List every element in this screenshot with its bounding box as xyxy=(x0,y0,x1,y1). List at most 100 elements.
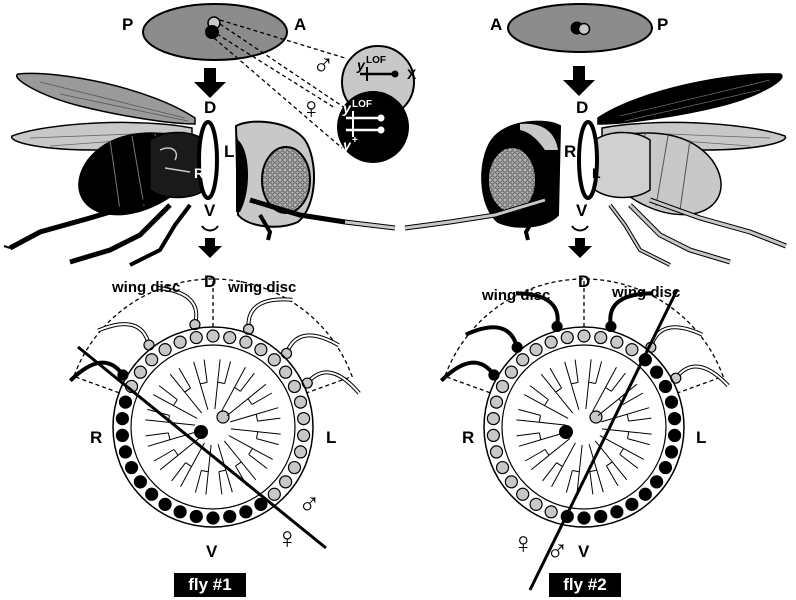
lineage-branch xyxy=(524,385,569,419)
cell xyxy=(239,505,253,519)
clonal-diagram-fly-1 xyxy=(68,278,361,550)
cell xyxy=(189,330,203,345)
wing-disc-label: wing disc xyxy=(481,287,550,304)
cell xyxy=(504,475,518,489)
lineage-branch xyxy=(171,442,205,487)
leg xyxy=(69,203,172,265)
cell xyxy=(594,509,608,524)
cell xyxy=(173,335,187,349)
leg xyxy=(129,203,192,267)
clonal-boundary-line xyxy=(528,289,679,591)
left-label: L xyxy=(326,428,336,447)
lineage-branch xyxy=(153,437,200,471)
down-arrow-icon xyxy=(194,68,226,98)
female-symbol: ♀ xyxy=(300,92,323,125)
cell xyxy=(206,511,220,525)
mutant-progenitor xyxy=(194,425,208,439)
cell xyxy=(145,487,159,501)
left-label: L xyxy=(696,428,706,447)
cell xyxy=(577,329,591,343)
female-symbol: ♀ xyxy=(276,522,299,555)
cell xyxy=(544,335,558,349)
cell xyxy=(115,428,129,442)
ventral-label: V xyxy=(204,201,216,220)
bristle-core xyxy=(675,365,729,387)
lineage-branch xyxy=(214,359,232,410)
clonal-boundary-line xyxy=(77,345,327,550)
head-right xyxy=(404,120,562,241)
inner-ring xyxy=(501,344,667,510)
lineage-branch xyxy=(601,407,652,423)
wild-type-progenitor xyxy=(216,410,230,424)
lineage-branch xyxy=(516,408,567,426)
cell xyxy=(118,395,133,409)
right-label: R xyxy=(462,428,474,447)
leg xyxy=(8,197,151,251)
female-allele-2: y xyxy=(342,137,352,153)
male-allele-sup: LOF xyxy=(366,55,386,66)
cell xyxy=(189,509,203,524)
lineage-branch xyxy=(592,367,626,412)
right-label: R xyxy=(564,142,576,161)
cell xyxy=(223,330,237,345)
cell xyxy=(173,505,187,519)
cell xyxy=(489,395,504,409)
cell xyxy=(664,395,679,409)
bristle-socket xyxy=(605,320,617,333)
right-label: R xyxy=(194,165,204,181)
cell xyxy=(115,412,129,426)
rotate-down-arrow-icon xyxy=(198,225,222,258)
cell xyxy=(504,365,518,379)
nucleus-wild-type xyxy=(577,22,591,36)
lineage-branch xyxy=(226,383,273,417)
cell xyxy=(664,445,679,459)
right-label: R xyxy=(90,428,102,447)
cell xyxy=(577,511,591,525)
female-allele-1-sup: LOF xyxy=(352,99,372,110)
lineage-branch xyxy=(228,435,273,469)
cell xyxy=(610,505,624,519)
cell xyxy=(495,379,510,394)
dorsal-label: D xyxy=(204,272,216,291)
bristle xyxy=(68,360,125,383)
bristle xyxy=(464,325,520,348)
cell xyxy=(529,497,543,511)
lineage-branch xyxy=(588,444,604,495)
cell xyxy=(594,330,608,345)
cell xyxy=(158,497,172,511)
female-chrom-label-1: X xyxy=(393,111,403,127)
female-symbol: ♀ xyxy=(512,527,535,560)
cell xyxy=(287,460,302,475)
compound-eye xyxy=(261,146,311,214)
fly-right-illustration xyxy=(577,73,787,267)
dorsal-label: D xyxy=(204,98,216,117)
cell xyxy=(118,445,133,459)
female-genotype: ♀ y LOF y + X X xyxy=(300,91,409,163)
posterior-label: P xyxy=(657,15,668,34)
dorsal-label: D xyxy=(576,98,588,117)
cell xyxy=(650,475,664,489)
cell xyxy=(516,487,530,501)
cell xyxy=(560,330,574,345)
embryo-right: A P xyxy=(490,3,668,53)
cell xyxy=(486,428,500,442)
bristle-socket xyxy=(117,369,129,381)
male-symbol: ♂ xyxy=(312,48,335,81)
fly-left-illustration xyxy=(3,72,219,267)
left-label: L xyxy=(592,165,601,181)
female-chrom-label-2: X xyxy=(393,125,403,141)
cell xyxy=(668,412,682,426)
cell xyxy=(516,353,530,367)
bristle-core xyxy=(156,286,198,325)
cell xyxy=(610,335,624,349)
cell xyxy=(279,475,293,489)
cell xyxy=(297,412,311,426)
lineage-branch xyxy=(599,435,644,469)
cell xyxy=(279,365,293,379)
cell xyxy=(638,487,652,501)
cell xyxy=(495,460,510,475)
cell xyxy=(486,412,500,426)
lineage-branch xyxy=(221,367,255,412)
lineage-branch xyxy=(585,359,603,410)
